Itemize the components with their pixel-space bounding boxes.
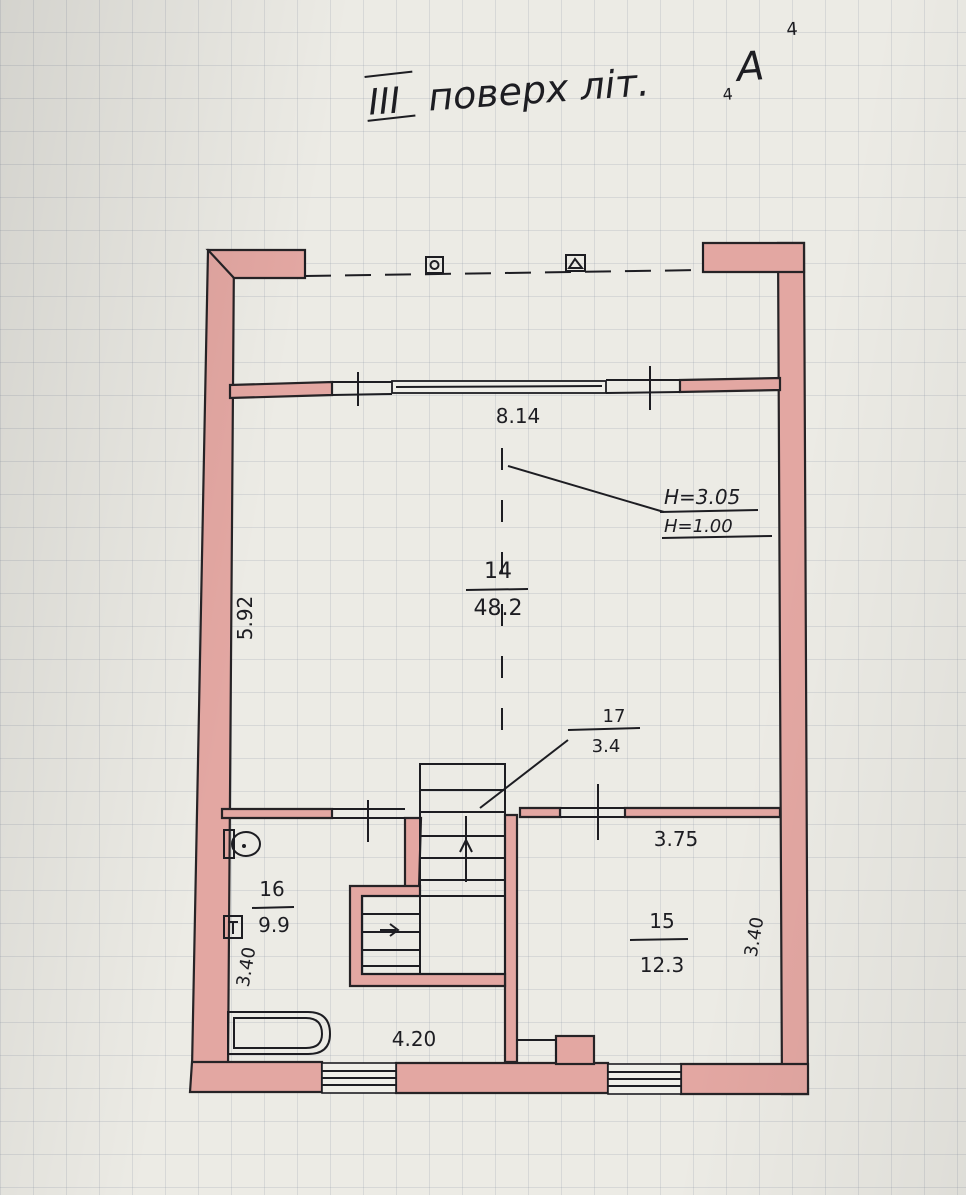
partition-wall-center (518, 806, 562, 819)
title-superscript: 4 (786, 19, 799, 41)
room-17-label: 17 3.4 (592, 706, 626, 757)
dim-room15-depth: 3.40 (741, 915, 769, 958)
outer-wall-left (190, 248, 236, 1070)
window-bottom-left (321, 1062, 397, 1094)
room-14-area: 48.2 (474, 596, 523, 621)
title-letter: А (732, 43, 766, 91)
window-bottom-right (607, 1063, 682, 1095)
title-text: поверх літ. (427, 60, 651, 119)
partition-wall-right (623, 806, 782, 819)
toilet-icon (223, 829, 261, 859)
room-15-area: 12.3 (640, 953, 685, 977)
outer-wall-bottom-mid (394, 1061, 610, 1095)
outer-wall-right (776, 241, 810, 1096)
room-16-number: 16 (259, 877, 284, 901)
outer-wall-bottom-left (188, 1060, 324, 1094)
outer-wall-bottom-right (679, 1062, 810, 1096)
stair-enclosure-wall (348, 884, 507, 988)
openings (304, 243, 704, 1095)
height-note-line1: Н=3.05 (664, 485, 740, 509)
vent-icon (425, 256, 444, 274)
dim-bath-depth: 3.40 (233, 945, 261, 988)
room-14-label: 14 48.2 (465, 559, 529, 621)
room-17-number: 17 (603, 706, 626, 727)
sink-icon (223, 915, 243, 939)
partition-wall-bath (403, 816, 423, 890)
loggia-wall-left (228, 380, 334, 400)
room-17-area: 3.4 (592, 736, 621, 757)
dim-room15-width: 3.75 (654, 827, 699, 851)
room-15-label: 15 12.3 (629, 909, 689, 977)
balcony-fixtures (425, 254, 586, 274)
bathtub-icon (227, 1011, 332, 1055)
title-roman: III (367, 81, 402, 124)
height-note-line2: Н=1.00 (664, 516, 733, 537)
room-15-number: 15 (649, 909, 674, 933)
title-subscript: 4 (722, 84, 733, 104)
room-16-area: 9.9 (258, 913, 290, 937)
room-14-number: 14 (484, 559, 512, 584)
height-note: Н=3.05 Н=1.00 (664, 485, 740, 537)
partition-wall-left (220, 807, 334, 820)
room-16-label: 16 9.9 (251, 877, 295, 937)
dim-main-width: 8.14 (496, 404, 541, 428)
dim-main-depth: 5.92 (233, 596, 257, 641)
chimney-icon (554, 1034, 596, 1066)
walls (188, 241, 810, 1096)
partition-wall-room15 (503, 813, 519, 1064)
outer-wall-top-right (701, 241, 806, 274)
dim-bath-width: 4.20 (392, 1027, 437, 1051)
plan-title: III поверх літ. А 4 4 (364, 19, 799, 124)
vent-icon (565, 254, 586, 272)
loggia-wall-right (678, 376, 782, 394)
stair-icon (361, 763, 506, 975)
